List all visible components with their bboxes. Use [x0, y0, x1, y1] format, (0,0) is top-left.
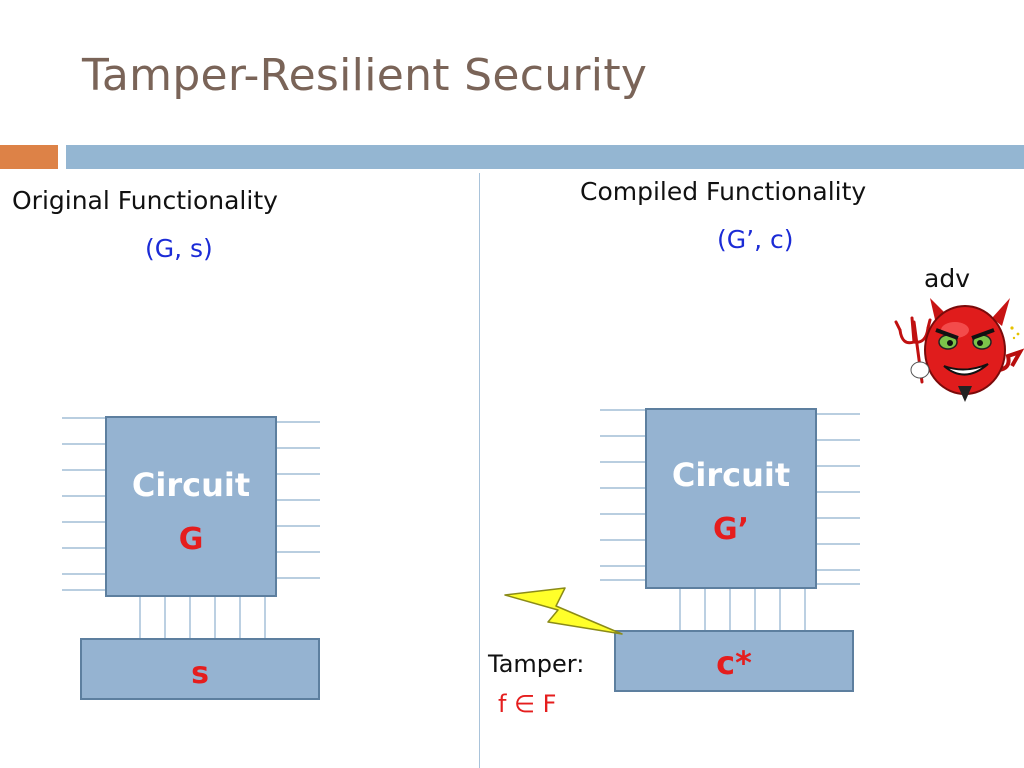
memory-c-star-label: c* — [716, 644, 752, 682]
compiled-pair: (G’, c) — [717, 225, 794, 254]
memory-c-star-box: c* — [614, 630, 854, 692]
circuit-g-label: Circuit — [131, 466, 251, 504]
original-pair: (G, s) — [145, 234, 213, 263]
adversary-label: adv — [924, 264, 970, 293]
circuit-g-prime-box: Circuit G’ — [645, 408, 817, 589]
tamper-label: Tamper: — [488, 650, 585, 678]
circuit-g-prime-label: Circuit — [671, 456, 791, 494]
left-circuit-wires — [62, 417, 320, 640]
title-underline-bar — [66, 145, 1024, 169]
original-functionality-heading: Original Functionality — [12, 186, 278, 215]
slide-title: Tamper-Resilient Security — [82, 50, 648, 101]
memory-s-box: s — [80, 638, 320, 700]
circuit-g-prime-name: G’ — [712, 512, 750, 547]
right-circuit-wires — [600, 409, 860, 632]
title-accent-bar — [0, 145, 58, 169]
memory-s-label: s — [191, 656, 209, 691]
column-divider — [479, 173, 480, 768]
circuit-g-box: Circuit G — [105, 416, 277, 597]
compiled-functionality-heading: Compiled Functionality — [580, 177, 867, 206]
circuit-g-name: G — [178, 522, 204, 557]
tamper-function: f ∈ F — [498, 690, 557, 718]
